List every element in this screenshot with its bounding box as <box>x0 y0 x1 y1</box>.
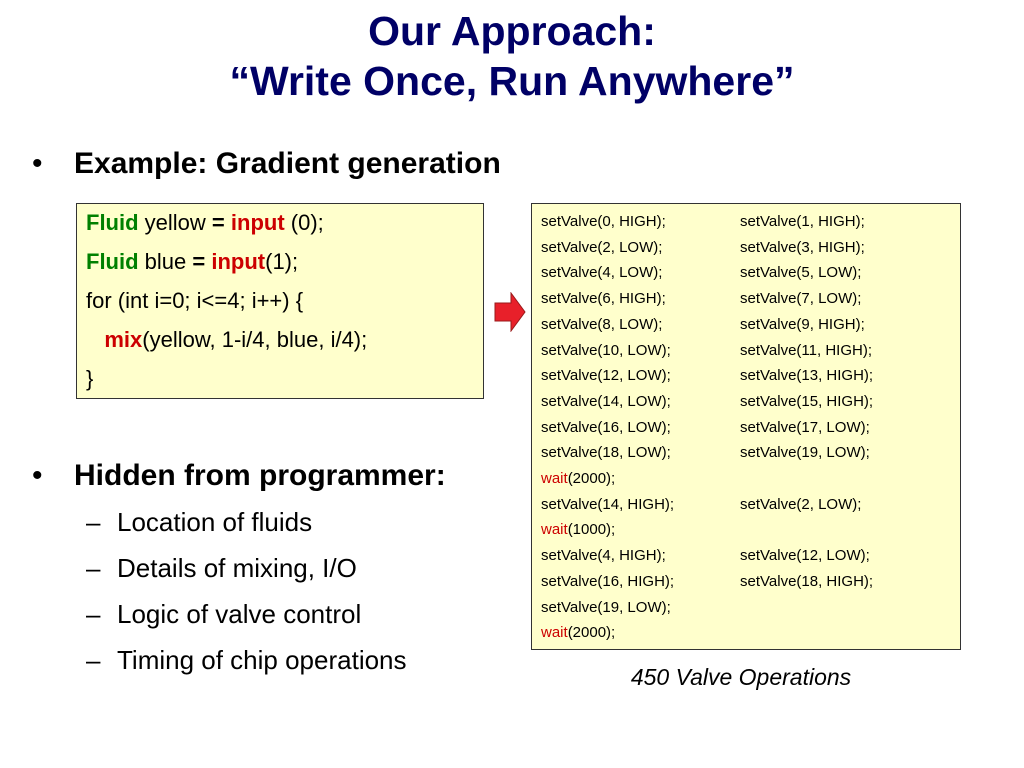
valve-op: setValve(9, HIGH); <box>740 315 865 333</box>
valve-op: setValve(14, HIGH); <box>541 495 675 513</box>
valve-op: setValve(16, LOW); <box>541 418 671 436</box>
code-function: input <box>211 249 266 274</box>
code-operator: = <box>211 210 225 235</box>
slide-title: Our Approach: “Write Once, Run Anywhere” <box>0 6 1024 106</box>
valve-operations-box: setValve(0, HIGH); setValve(1, HIGH); se… <box>531 203 961 650</box>
valve-op: setValve(6, HIGH); <box>541 290 666 308</box>
wait-args: (2000); <box>567 624 616 642</box>
valve-op: setValve(17, LOW); <box>740 418 870 436</box>
wait-keyword: wait <box>541 521 568 539</box>
valve-op: setValve(10, LOW); <box>541 341 671 359</box>
code-text: (yellow, 1-i/4, blue, i/4); <box>142 327 368 352</box>
valve-op: setValve(19, LOW); <box>740 444 870 462</box>
code-line-5: } <box>86 366 94 391</box>
code-indent <box>86 327 104 352</box>
sub-bullet-text: Logic of valve control <box>117 599 362 629</box>
valve-op: setValve(18, HIGH); <box>740 572 874 590</box>
sub-bullet-dash: – <box>86 599 101 629</box>
sub-bullet-text: Location of fluids <box>117 507 313 537</box>
bullet-example: • Example: Gradient generation <box>32 146 592 182</box>
bullet-hidden: • Hidden from programmer: <box>32 458 532 494</box>
sub-bullet-dash: – <box>86 645 101 675</box>
bullet-example-text: Example: Gradient generation <box>74 147 501 180</box>
valve-op: setValve(7, LOW); <box>740 290 862 308</box>
valve-op: setValve(5, LOW); <box>740 264 862 282</box>
valve-op: setValve(19, LOW); <box>541 598 671 616</box>
wait-keyword: wait <box>541 470 568 487</box>
bullet-hidden-text: Hidden from programmer: <box>74 459 446 492</box>
valve-op: setValve(13, HIGH); <box>740 367 874 385</box>
bullet-dot: • <box>32 459 43 492</box>
title-line-2: “Write Once, Run Anywhere” <box>229 58 795 104</box>
valve-op: setValve(16, HIGH); <box>541 572 675 590</box>
wait-args: (2000); <box>567 470 616 487</box>
code-text: yellow <box>138 210 212 235</box>
sub-bullet-dash: – <box>86 507 101 537</box>
valve-op: setValve(11, HIGH); <box>740 341 872 359</box>
valve-op: setValve(3, HIGH); <box>740 238 865 256</box>
code-line-1: Fluid yellow = input (0); <box>86 208 324 238</box>
valve-op: setValve(4, HIGH); <box>541 547 666 565</box>
code-keyword: Fluid <box>86 249 139 274</box>
bullet-dot: • <box>32 147 43 180</box>
wait-op: wait(2000); <box>541 620 615 646</box>
valve-op: setValve(2, LOW); <box>541 238 663 256</box>
code-line-3: for (int i=0; i<=4; i++) { <box>86 288 304 313</box>
wait-args: (1000); <box>567 521 616 539</box>
code-function: mix <box>104 327 143 352</box>
valve-op: setValve(15, HIGH); <box>740 392 874 410</box>
right-arrow-icon <box>494 292 526 332</box>
sub-bullet-dash: – <box>86 553 101 583</box>
code-line-2: Fluid blue = input(1); <box>86 247 298 277</box>
valve-op: setValve(12, LOW); <box>541 367 671 385</box>
valve-op: setValve(14, LOW); <box>541 392 671 410</box>
code-text: blue <box>138 249 193 274</box>
sub-bullet-text: Details of mixing, I/O <box>117 553 357 583</box>
title-line-1: Our Approach: <box>368 8 656 54</box>
valve-op: setValve(0, HIGH); <box>541 213 666 230</box>
valve-op: setValve(18, LOW); <box>541 444 671 462</box>
valve-operations-caption: 450 Valve Operations <box>630 664 852 690</box>
valve-op: setValve(8, LOW); <box>541 315 663 333</box>
code-function: input <box>230 210 285 235</box>
valve-op: setValve(4, LOW); <box>541 264 663 282</box>
valve-op: setValve(2, LOW); <box>740 495 862 513</box>
wait-op: wait(2000); <box>541 466 615 492</box>
code-text: (0); <box>284 210 324 235</box>
valve-op: setValve(1, HIGH); <box>740 213 865 230</box>
code-operator: = <box>192 249 206 274</box>
code-text: (1); <box>265 249 299 274</box>
sub-bullet-text: Timing of chip operations <box>117 645 407 675</box>
code-line-4: mix(yellow, 1-i/4, blue, i/4); <box>86 325 367 355</box>
code-box: Fluid yellow = input (0); Fluid blue = i… <box>76 203 484 399</box>
wait-keyword: wait <box>541 624 568 642</box>
valve-op: setValve(12, LOW); <box>740 547 870 565</box>
code-keyword: Fluid <box>86 210 139 235</box>
wait-op: wait(1000); <box>541 517 615 543</box>
